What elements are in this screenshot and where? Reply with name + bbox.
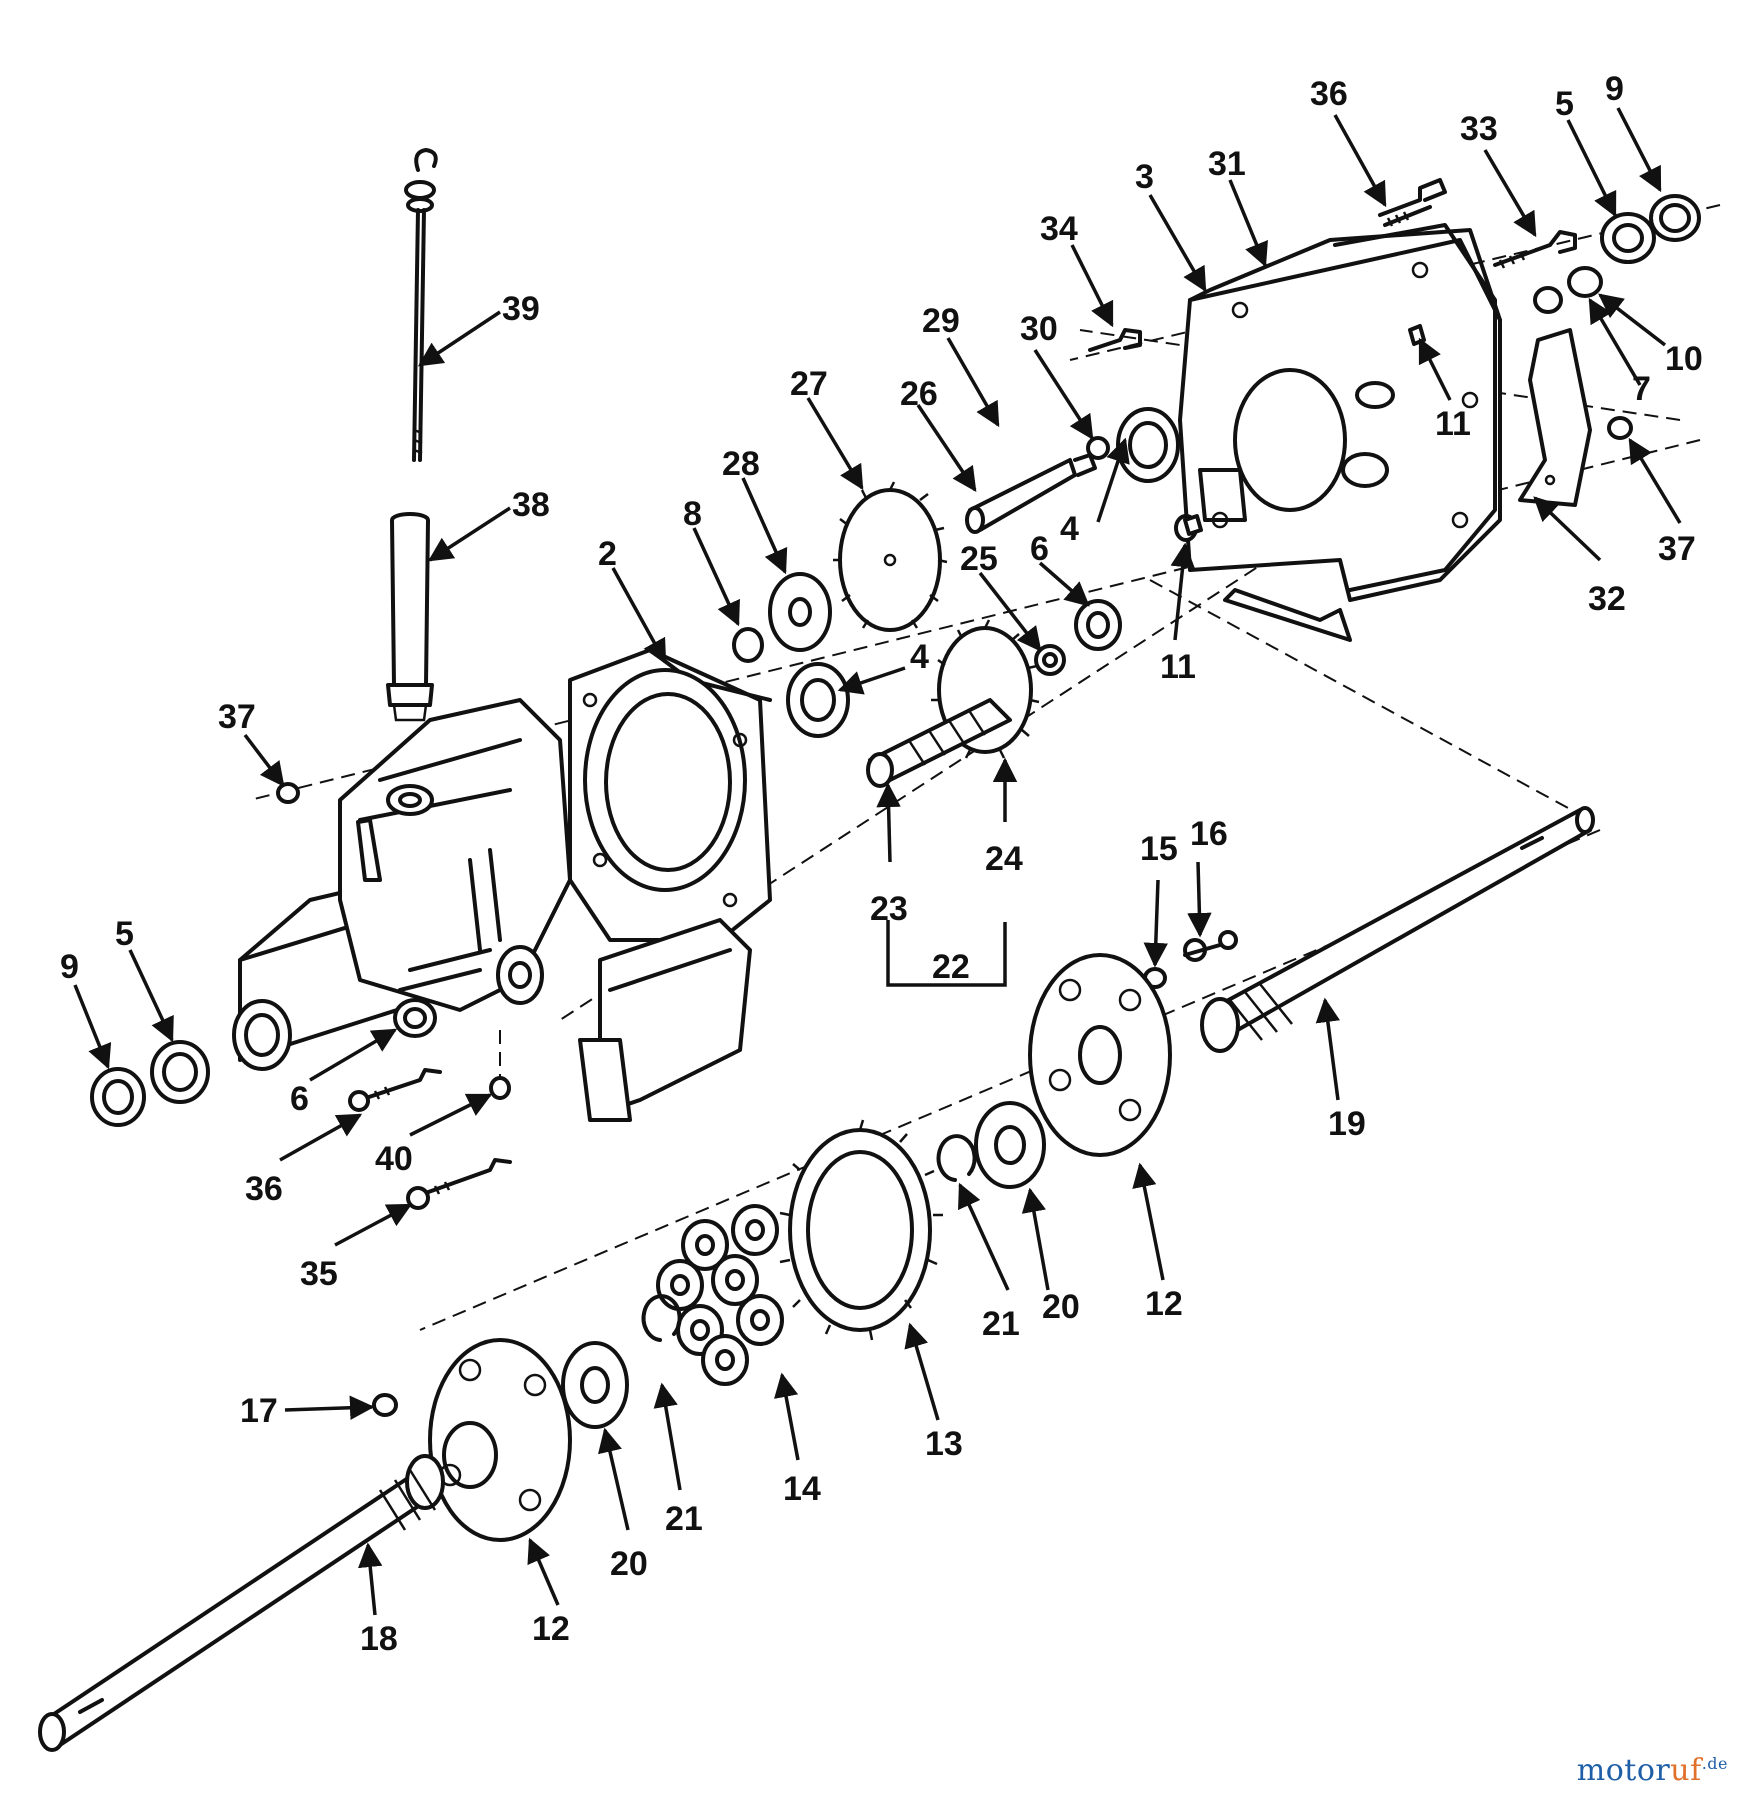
bolts xyxy=(348,178,1577,1210)
label-23: 23 xyxy=(870,890,908,928)
label-32: 32 xyxy=(1588,580,1626,618)
label-28: 28 xyxy=(722,445,760,483)
label-9-left: 9 xyxy=(60,948,79,986)
label-6-right: 6 xyxy=(1030,530,1049,568)
watermark: motoruf.de xyxy=(1577,1753,1728,1788)
dipstick xyxy=(404,148,438,462)
label-8: 8 xyxy=(683,495,702,533)
label-13: 13 xyxy=(925,1425,963,1463)
label-20-right: 20 xyxy=(1042,1288,1080,1326)
label-21-left: 21 xyxy=(665,1500,703,1538)
bracket-plate xyxy=(1518,328,1592,507)
label-26: 26 xyxy=(900,375,938,413)
label-31: 31 xyxy=(1208,145,1246,183)
label-15: 15 xyxy=(1140,830,1178,868)
label-17: 17 xyxy=(240,1392,278,1430)
watermark-suffix: .de xyxy=(1701,1754,1728,1773)
label-3: 3 xyxy=(1135,158,1154,196)
label-24: 24 xyxy=(985,840,1023,878)
label-12-right: 12 xyxy=(1145,1285,1183,1323)
label-34: 34 xyxy=(1040,210,1078,248)
label-18: 18 xyxy=(360,1620,398,1658)
label-14: 14 xyxy=(783,1470,821,1508)
part-labels: 36 9 5 33 3 31 34 39 29 30 10 7 11 27 26… xyxy=(60,70,1703,1658)
label-2: 2 xyxy=(598,535,617,573)
label-11-mid: 11 xyxy=(1160,648,1196,686)
label-16: 16 xyxy=(1190,815,1228,853)
label-39: 39 xyxy=(502,290,540,328)
label-29: 29 xyxy=(922,302,960,340)
label-22: 22 xyxy=(932,948,970,986)
label-35: 35 xyxy=(300,1255,338,1293)
label-11-top: 11 xyxy=(1435,405,1471,443)
watermark-accent: uf xyxy=(1670,1753,1702,1788)
fill-tube xyxy=(386,512,434,722)
label-5-left: 5 xyxy=(115,915,134,953)
label-7: 7 xyxy=(1632,370,1651,408)
label-4-left: 4 xyxy=(910,638,929,676)
label-6-left: 6 xyxy=(290,1080,309,1118)
watermark-main: motor xyxy=(1576,1753,1671,1788)
label-5-top: 5 xyxy=(1555,85,1574,123)
label-36-top: 36 xyxy=(1310,75,1348,113)
label-9-top: 9 xyxy=(1605,70,1624,108)
label-10: 10 xyxy=(1665,340,1703,378)
label-40: 40 xyxy=(375,1140,413,1178)
label-36-left: 36 xyxy=(245,1170,283,1208)
pinion-cluster xyxy=(656,1204,784,1386)
label-4-right: 4 xyxy=(1060,510,1079,548)
transaxle-housing xyxy=(232,648,772,1122)
label-30: 30 xyxy=(1020,310,1058,348)
label-33: 33 xyxy=(1460,110,1498,148)
gears xyxy=(38,324,1595,1752)
label-20-left: 20 xyxy=(610,1545,648,1583)
label-12-left: 12 xyxy=(532,1610,570,1648)
label-21-right: 21 xyxy=(982,1305,1020,1343)
label-19: 19 xyxy=(1328,1105,1366,1143)
label-38: 38 xyxy=(512,486,550,524)
label-27: 27 xyxy=(790,365,828,403)
label-37-left: 37 xyxy=(218,698,256,736)
leader-arrows xyxy=(73,107,1682,1616)
label-25: 25 xyxy=(960,540,998,578)
label-37-right: 37 xyxy=(1658,530,1696,568)
